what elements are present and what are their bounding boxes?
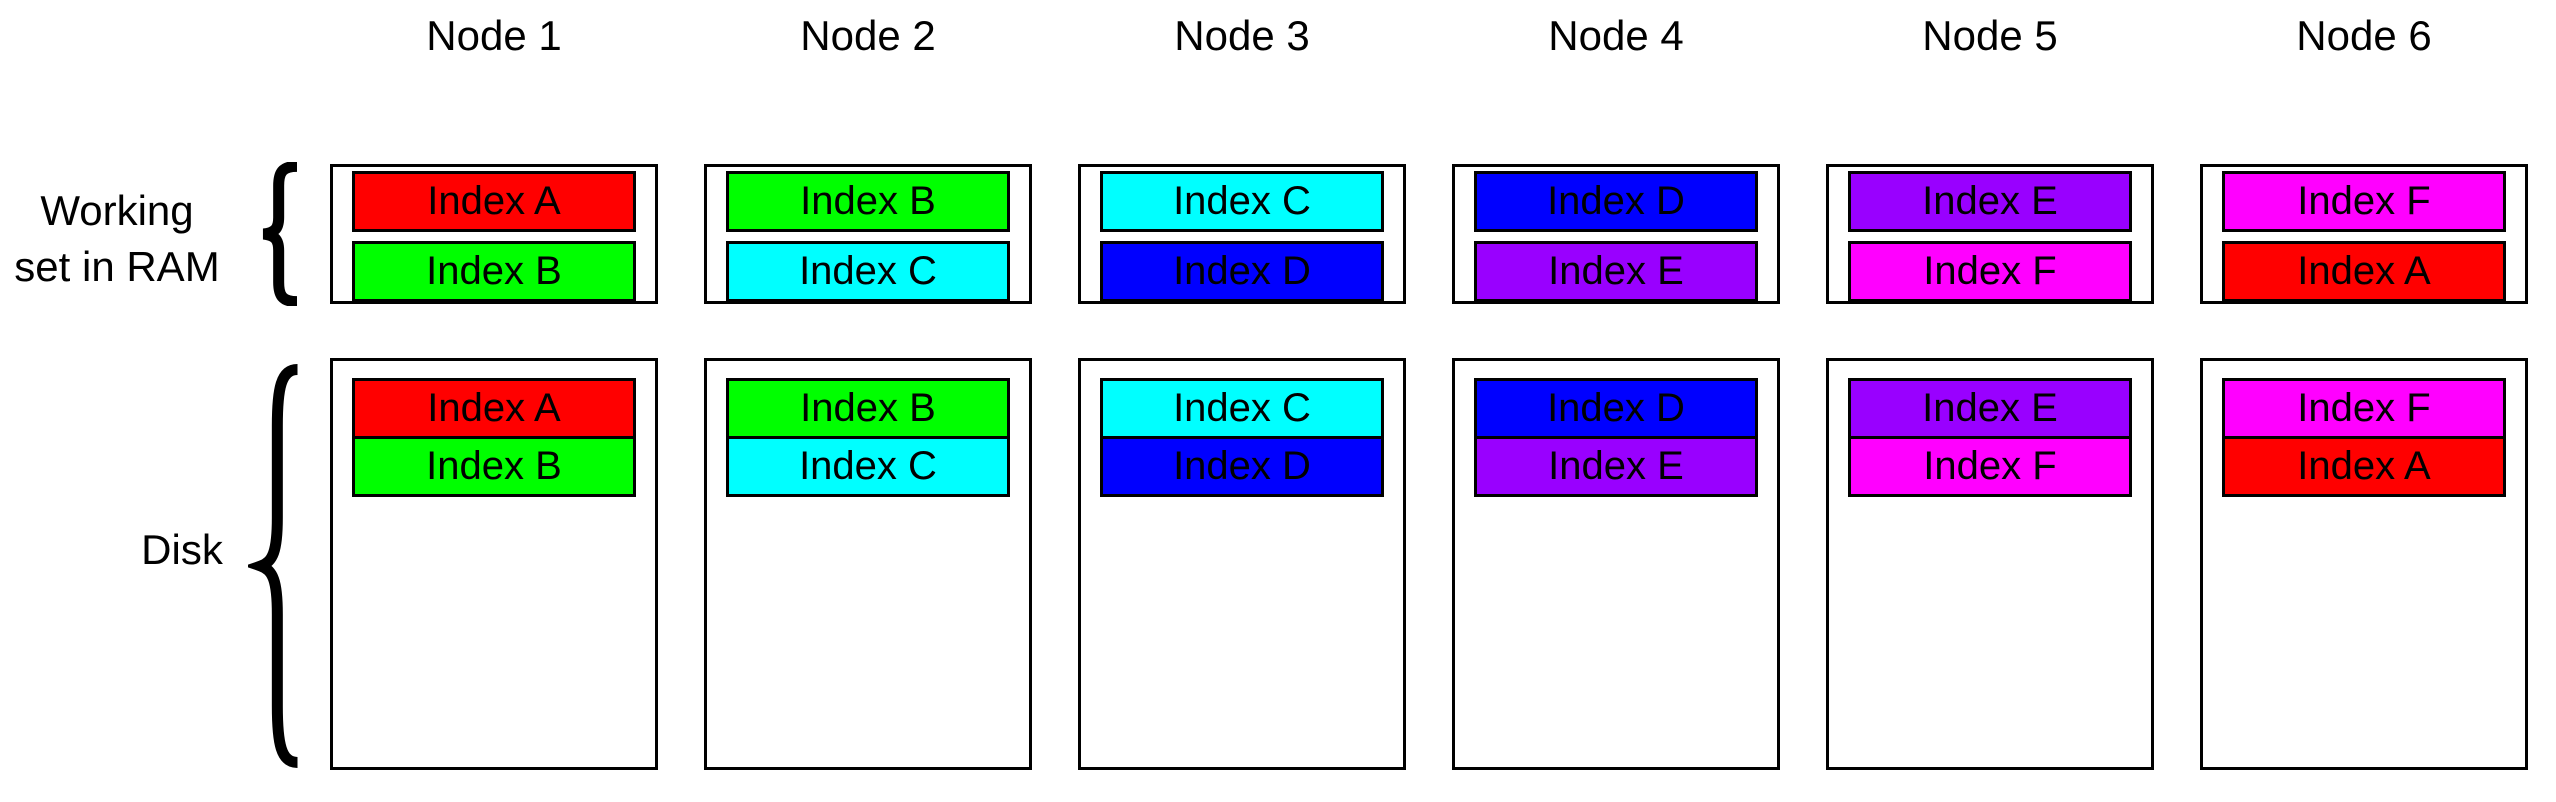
index-bar: Index B xyxy=(352,436,636,497)
disk-label: Disk xyxy=(141,526,223,573)
index-bar: Index A xyxy=(352,378,636,439)
node-3-column: Node 3 Index C Index D Index C Index D xyxy=(1078,0,1406,802)
node-3-ram-box: Index C Index D xyxy=(1078,164,1406,304)
index-bar: Index F xyxy=(1848,241,2132,302)
disk-brace xyxy=(248,357,303,775)
index-bar: Index D xyxy=(1100,241,1384,302)
index-bar: Index B xyxy=(726,171,1010,232)
node-6-header: Node 6 xyxy=(2296,12,2432,59)
curly-brace-icon xyxy=(248,357,303,775)
index-bar: Index C xyxy=(1100,378,1384,439)
index-bar: Index E xyxy=(1474,436,1758,497)
index-bar: Index E xyxy=(1848,171,2132,232)
index-bar: Index C xyxy=(726,241,1010,302)
index-bar: Index B xyxy=(352,241,636,302)
node-5-header: Node 5 xyxy=(1922,12,2058,59)
node-1-ram-box: Index A Index B xyxy=(330,164,658,304)
index-bar: Index E xyxy=(1474,241,1758,302)
node-1-header: Node 1 xyxy=(426,12,562,59)
index-bar: Index C xyxy=(1100,171,1384,232)
index-bar: Index E xyxy=(1848,378,2132,439)
curly-brace-icon xyxy=(252,162,302,306)
node-2-disk-box: Index B Index C xyxy=(704,358,1032,770)
node-6-ram-box: Index F Index A xyxy=(2200,164,2528,304)
node-3-header: Node 3 xyxy=(1174,12,1310,59)
node-5-ram-box: Index E Index F xyxy=(1826,164,2154,304)
ram-brace xyxy=(252,162,302,306)
node-1-column: Node 1 Index A Index B Index A Index B xyxy=(330,0,658,802)
node-4-disk-box: Index D Index E xyxy=(1452,358,1780,770)
index-bar: Index A xyxy=(2222,241,2506,302)
node-5-column: Node 5 Index E Index F Index E Index F xyxy=(1826,0,2154,802)
node-4-ram-box: Index D Index E xyxy=(1452,164,1780,304)
working-set-label-line2: set in RAM xyxy=(14,243,220,290)
index-bar: Index D xyxy=(1100,436,1384,497)
index-bar: Index D xyxy=(1474,378,1758,439)
index-bar: Index A xyxy=(2222,436,2506,497)
index-bar: Index D xyxy=(1474,171,1758,232)
index-bar: Index C xyxy=(726,436,1010,497)
index-bar: Index A xyxy=(352,171,636,232)
index-bar: Index F xyxy=(2222,378,2506,439)
node-2-column: Node 2 Index B Index C Index B Index C xyxy=(704,0,1032,802)
node-5-disk-box: Index E Index F xyxy=(1826,358,2154,770)
node-4-header: Node 4 xyxy=(1548,12,1684,59)
index-bar: Index F xyxy=(2222,171,2506,232)
node-6-disk-box: Index F Index A xyxy=(2200,358,2528,770)
working-set-label: Working set in RAM xyxy=(4,183,230,295)
working-set-label-line1: Working xyxy=(40,187,194,234)
node-4-column: Node 4 Index D Index E Index D Index E xyxy=(1452,0,1780,802)
node-3-disk-box: Index C Index D xyxy=(1078,358,1406,770)
node-1-disk-box: Index A Index B xyxy=(330,358,658,770)
node-2-ram-box: Index B Index C xyxy=(704,164,1032,304)
index-bar: Index B xyxy=(726,378,1010,439)
node-6-column: Node 6 Index F Index A Index F Index A xyxy=(2200,0,2528,802)
index-bar: Index F xyxy=(1848,436,2132,497)
node-2-header: Node 2 xyxy=(800,12,936,59)
